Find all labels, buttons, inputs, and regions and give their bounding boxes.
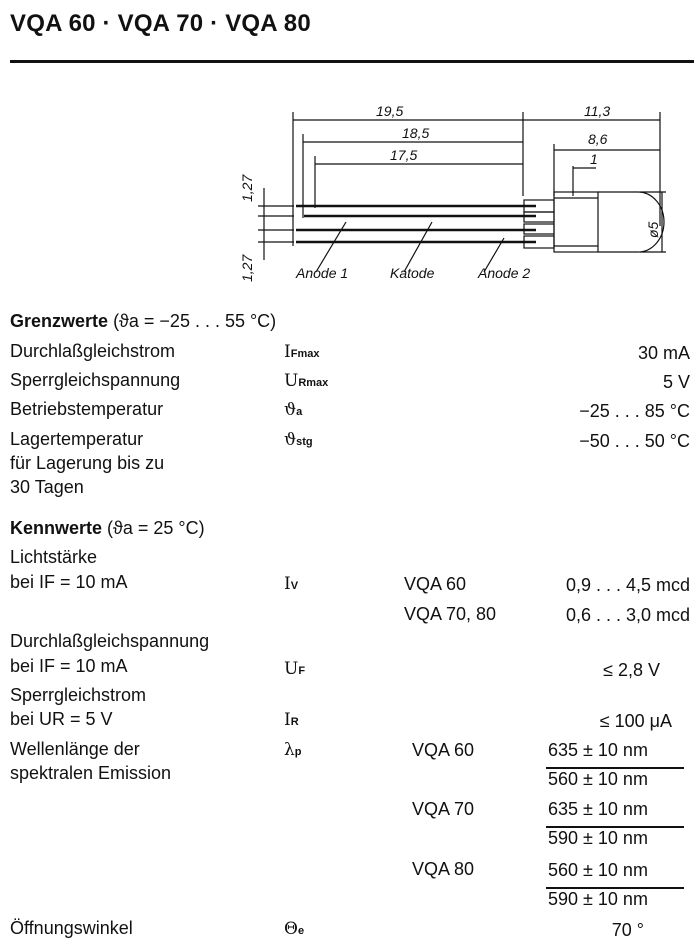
- dim-17-5: 17,5: [390, 147, 417, 163]
- wavelength-value: 635 ± 10 nm: [548, 799, 648, 819]
- row-label: Sperrgleichspannung: [10, 370, 181, 390]
- row-label: Betriebstemperatur: [10, 399, 164, 419]
- wavelength-value: 560 ± 10 nm: [548, 769, 648, 789]
- page-title: VQA 60 · VQA 70 · VQA 80: [10, 10, 311, 37]
- type-label: VQA 70, 80: [404, 604, 497, 624]
- wavelength-type: VQA 70: [412, 799, 475, 819]
- kennwerte-heading: Kennwerte (ϑa = 25 °C): [10, 518, 205, 538]
- row-value: 5 V: [662, 372, 690, 392]
- row-label: Lagertemperatur: [10, 429, 144, 449]
- dim-diameter-5: ø5: [645, 221, 661, 238]
- fraction-line: [546, 826, 684, 828]
- angle-symbol: Θe: [284, 919, 305, 939]
- uf-symbol: UF: [284, 659, 306, 679]
- wavelength-label-line2: spektralen Emission: [10, 763, 172, 783]
- row-value: −50 . . . 50 °C: [579, 431, 690, 451]
- uf-condition: bei IF = 10 mA: [10, 656, 128, 676]
- lichtstaerke-condition: bei IF = 10 mA: [10, 572, 128, 592]
- fraction-line: [546, 887, 684, 889]
- lichtstaerke-symbol: IV: [284, 574, 299, 594]
- wavelength-symbol: λp: [284, 740, 302, 760]
- label-katode: Katode: [390, 265, 435, 281]
- dim-19-5: 19,5: [376, 103, 403, 119]
- wavelength-value: 590 ± 10 nm: [548, 828, 648, 848]
- row-symbol: ϑa: [284, 400, 303, 420]
- dim-1: 1: [590, 151, 598, 167]
- label-anode-1: Anode 1: [295, 265, 348, 281]
- angle-label: Öffnungswinkel: [10, 918, 133, 938]
- dim-1-27-top: 1,27: [239, 174, 255, 202]
- dim-1-27-bottom: 1,27: [239, 254, 255, 282]
- wavelength-label: Wellenlänge der: [10, 739, 140, 759]
- row-value: 30 mA: [637, 343, 690, 363]
- wavelength-type: VQA 80: [412, 859, 475, 879]
- row-label-line2: für Lagerung bis zu: [10, 453, 165, 473]
- ir-symbol: IR: [284, 710, 299, 730]
- title-rule: [10, 60, 694, 63]
- ir-label: Sperrgleichstrom: [10, 685, 147, 705]
- row-label-line3: 30 Tagen: [10, 477, 84, 497]
- lichtstaerke-label: Lichtstärke: [10, 547, 98, 567]
- uf-value: ≤ 2,8 V: [603, 660, 660, 680]
- dim-8-6: 8,6: [588, 131, 608, 147]
- lichtstaerke-value: 0,6 . . . 3,0 mcd: [565, 605, 690, 625]
- row-value: −25 . . . 85 °C: [579, 401, 690, 421]
- lichtstaerke-value: 0,9 . . . 4,5 mcd: [565, 575, 690, 595]
- row-symbol: IFmax: [284, 342, 320, 362]
- ir-value: ≤ 100 μA: [599, 711, 672, 731]
- wavelength-type: VQA 60: [412, 740, 475, 760]
- label-anode-2: Anode 2: [477, 265, 530, 281]
- row-symbol: URmax: [284, 371, 329, 391]
- type-label: VQA 60: [404, 574, 467, 594]
- wavelength-value: 635 ± 10 nm: [548, 740, 648, 760]
- ir-condition: bei UR = 5 V: [10, 709, 113, 729]
- wavelength-value: 590 ± 10 nm: [548, 889, 648, 909]
- row-label: Durchlaßgleichstrom: [10, 341, 176, 361]
- fraction-line: [546, 767, 684, 769]
- angle-value: 70 °: [611, 920, 644, 940]
- led-dimension-drawing: 19,5 11,3 18,5 8,6 17,5 1 1,27 1,27 ø5 A…: [239, 103, 666, 282]
- row-symbol: ϑstg: [284, 430, 313, 450]
- dim-18-5: 18,5: [402, 125, 429, 141]
- dim-11-3: 11,3: [584, 103, 610, 119]
- uf-label: Durchlaßgleichspannung: [10, 631, 210, 651]
- wavelength-value: 560 ± 10 nm: [548, 860, 648, 880]
- grenzwerte-heading: Grenzwerte (ϑa = −25 . . . 55 °C): [10, 311, 277, 331]
